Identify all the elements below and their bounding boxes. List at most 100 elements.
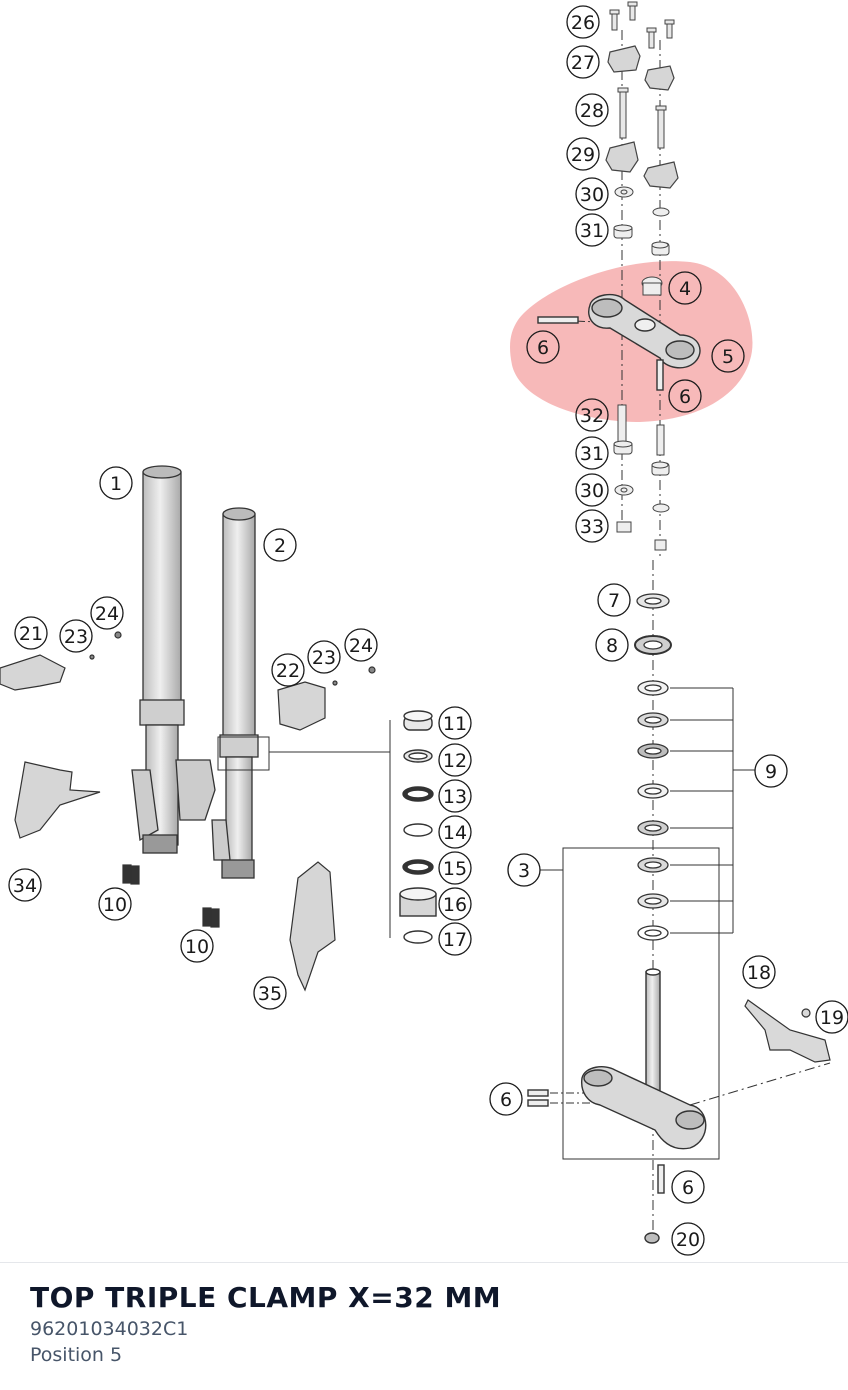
callout-circle <box>668 271 702 305</box>
callout-circle <box>575 213 609 247</box>
callout-number: 24 <box>95 603 119 625</box>
callout-circle <box>575 177 609 211</box>
callout-number: 6 <box>500 1089 512 1111</box>
washers-upper <box>613 186 670 296</box>
callout-28: 28 <box>575 93 609 127</box>
callout-23: 23 <box>59 619 93 653</box>
callout-27: 27 <box>566 45 600 79</box>
callout-number: 18 <box>747 962 771 984</box>
callout-number: 29 <box>571 144 595 166</box>
callout-number: 27 <box>571 52 595 74</box>
callout-32: 32 <box>575 398 609 432</box>
part-title: TOP TRIPLE CLAMP X=32 MM <box>30 1281 502 1314</box>
callout-circle <box>566 45 600 79</box>
callout-24: 24 <box>90 596 124 630</box>
callout-number: 7 <box>608 590 620 612</box>
callout-number: 12 <box>443 750 467 772</box>
callout-30-2: 30 <box>575 473 609 507</box>
callout-number: 19 <box>820 1007 844 1029</box>
callout-19: 19 <box>815 1000 848 1034</box>
callout-number: 6 <box>537 337 549 359</box>
callout-10: 10 <box>98 887 132 921</box>
callout-number: 4 <box>679 278 691 300</box>
callout-circle <box>344 628 378 662</box>
callout-number: 23 <box>312 647 336 669</box>
callout-circle <box>566 5 600 39</box>
callout-circle <box>438 815 472 849</box>
fork-leg-right <box>211 507 270 879</box>
handlebar-clamps <box>605 45 679 189</box>
callout-circle <box>526 330 560 364</box>
callout-number: 3 <box>518 860 530 882</box>
callout-circle <box>711 339 745 373</box>
lower-triple-clamp <box>527 968 707 1244</box>
callout-22: 22 <box>271 653 305 687</box>
callout-circle <box>263 528 297 562</box>
callout-number: 31 <box>580 443 604 465</box>
bracket-seals <box>269 720 391 938</box>
callout-circle <box>507 853 541 887</box>
callout-circle <box>8 868 42 902</box>
callout-circle <box>742 955 776 989</box>
callout-2: 2 <box>263 528 297 562</box>
callout-number: 10 <box>185 936 209 958</box>
callout-number: 35 <box>258 983 282 1005</box>
callout-7: 7 <box>597 583 631 617</box>
part-info-footer: TOP TRIPLE CLAMP X=32 MM 96201034032C1 P… <box>0 1262 848 1390</box>
callout-number: 21 <box>19 623 43 645</box>
callout-circle <box>59 619 93 653</box>
callout-1: 1 <box>99 466 133 500</box>
callout-number: 14 <box>443 822 467 844</box>
callout-number: 34 <box>13 875 37 897</box>
callout-number: 16 <box>443 894 467 916</box>
callout-11: 11 <box>438 706 472 740</box>
callout-circle <box>597 583 631 617</box>
callout-number: 23 <box>64 626 88 648</box>
callout-15: 15 <box>438 851 472 885</box>
callout-6: 6 <box>526 330 560 364</box>
callout-13: 13 <box>438 779 472 813</box>
callout-circle <box>307 640 341 674</box>
diagram-svg: 1234566667891010111213141516171819202122… <box>0 1 848 1256</box>
callout-number: 11 <box>443 713 467 735</box>
callout-number: 31 <box>580 220 604 242</box>
callout-number: 26 <box>571 12 595 34</box>
callout-circle <box>671 1222 705 1256</box>
callout-circle <box>253 976 287 1010</box>
fork-guards <box>0 631 376 992</box>
callout-23-2: 23 <box>307 640 341 674</box>
callout-circle <box>575 473 609 507</box>
callout-circle <box>98 887 132 921</box>
callout-6-2: 6 <box>668 379 702 413</box>
callout-number: 20 <box>676 1229 700 1251</box>
callout-12: 12 <box>438 743 472 777</box>
callout-circle <box>438 887 472 921</box>
callout-3: 3 <box>507 853 541 887</box>
callout-circle <box>671 1170 705 1204</box>
callout-number: 32 <box>580 405 604 427</box>
callout-6-3: 6 <box>489 1082 523 1116</box>
callout-circle <box>575 398 609 432</box>
callout-circle <box>438 779 472 813</box>
fork-leg-left <box>131 465 216 854</box>
callout-34: 34 <box>8 868 42 902</box>
callout-number: 28 <box>580 100 604 122</box>
callout-33: 33 <box>575 509 609 543</box>
callout-5: 5 <box>711 339 745 373</box>
callout-circle <box>438 706 472 740</box>
callout-8: 8 <box>595 628 629 662</box>
callout-4: 4 <box>668 271 702 305</box>
callout-16: 16 <box>438 887 472 921</box>
callout-circle <box>815 1000 848 1034</box>
axis-lines <box>544 30 831 1240</box>
bracket-9 <box>670 687 755 934</box>
callout-number: 6 <box>682 1177 694 1199</box>
callout-circle <box>575 93 609 127</box>
callout-14: 14 <box>438 815 472 849</box>
callout-circle <box>595 628 629 662</box>
callout-18: 18 <box>742 955 776 989</box>
callout-number: 30 <box>580 184 604 206</box>
callout-circle <box>180 929 214 963</box>
callout-20: 20 <box>671 1222 705 1256</box>
